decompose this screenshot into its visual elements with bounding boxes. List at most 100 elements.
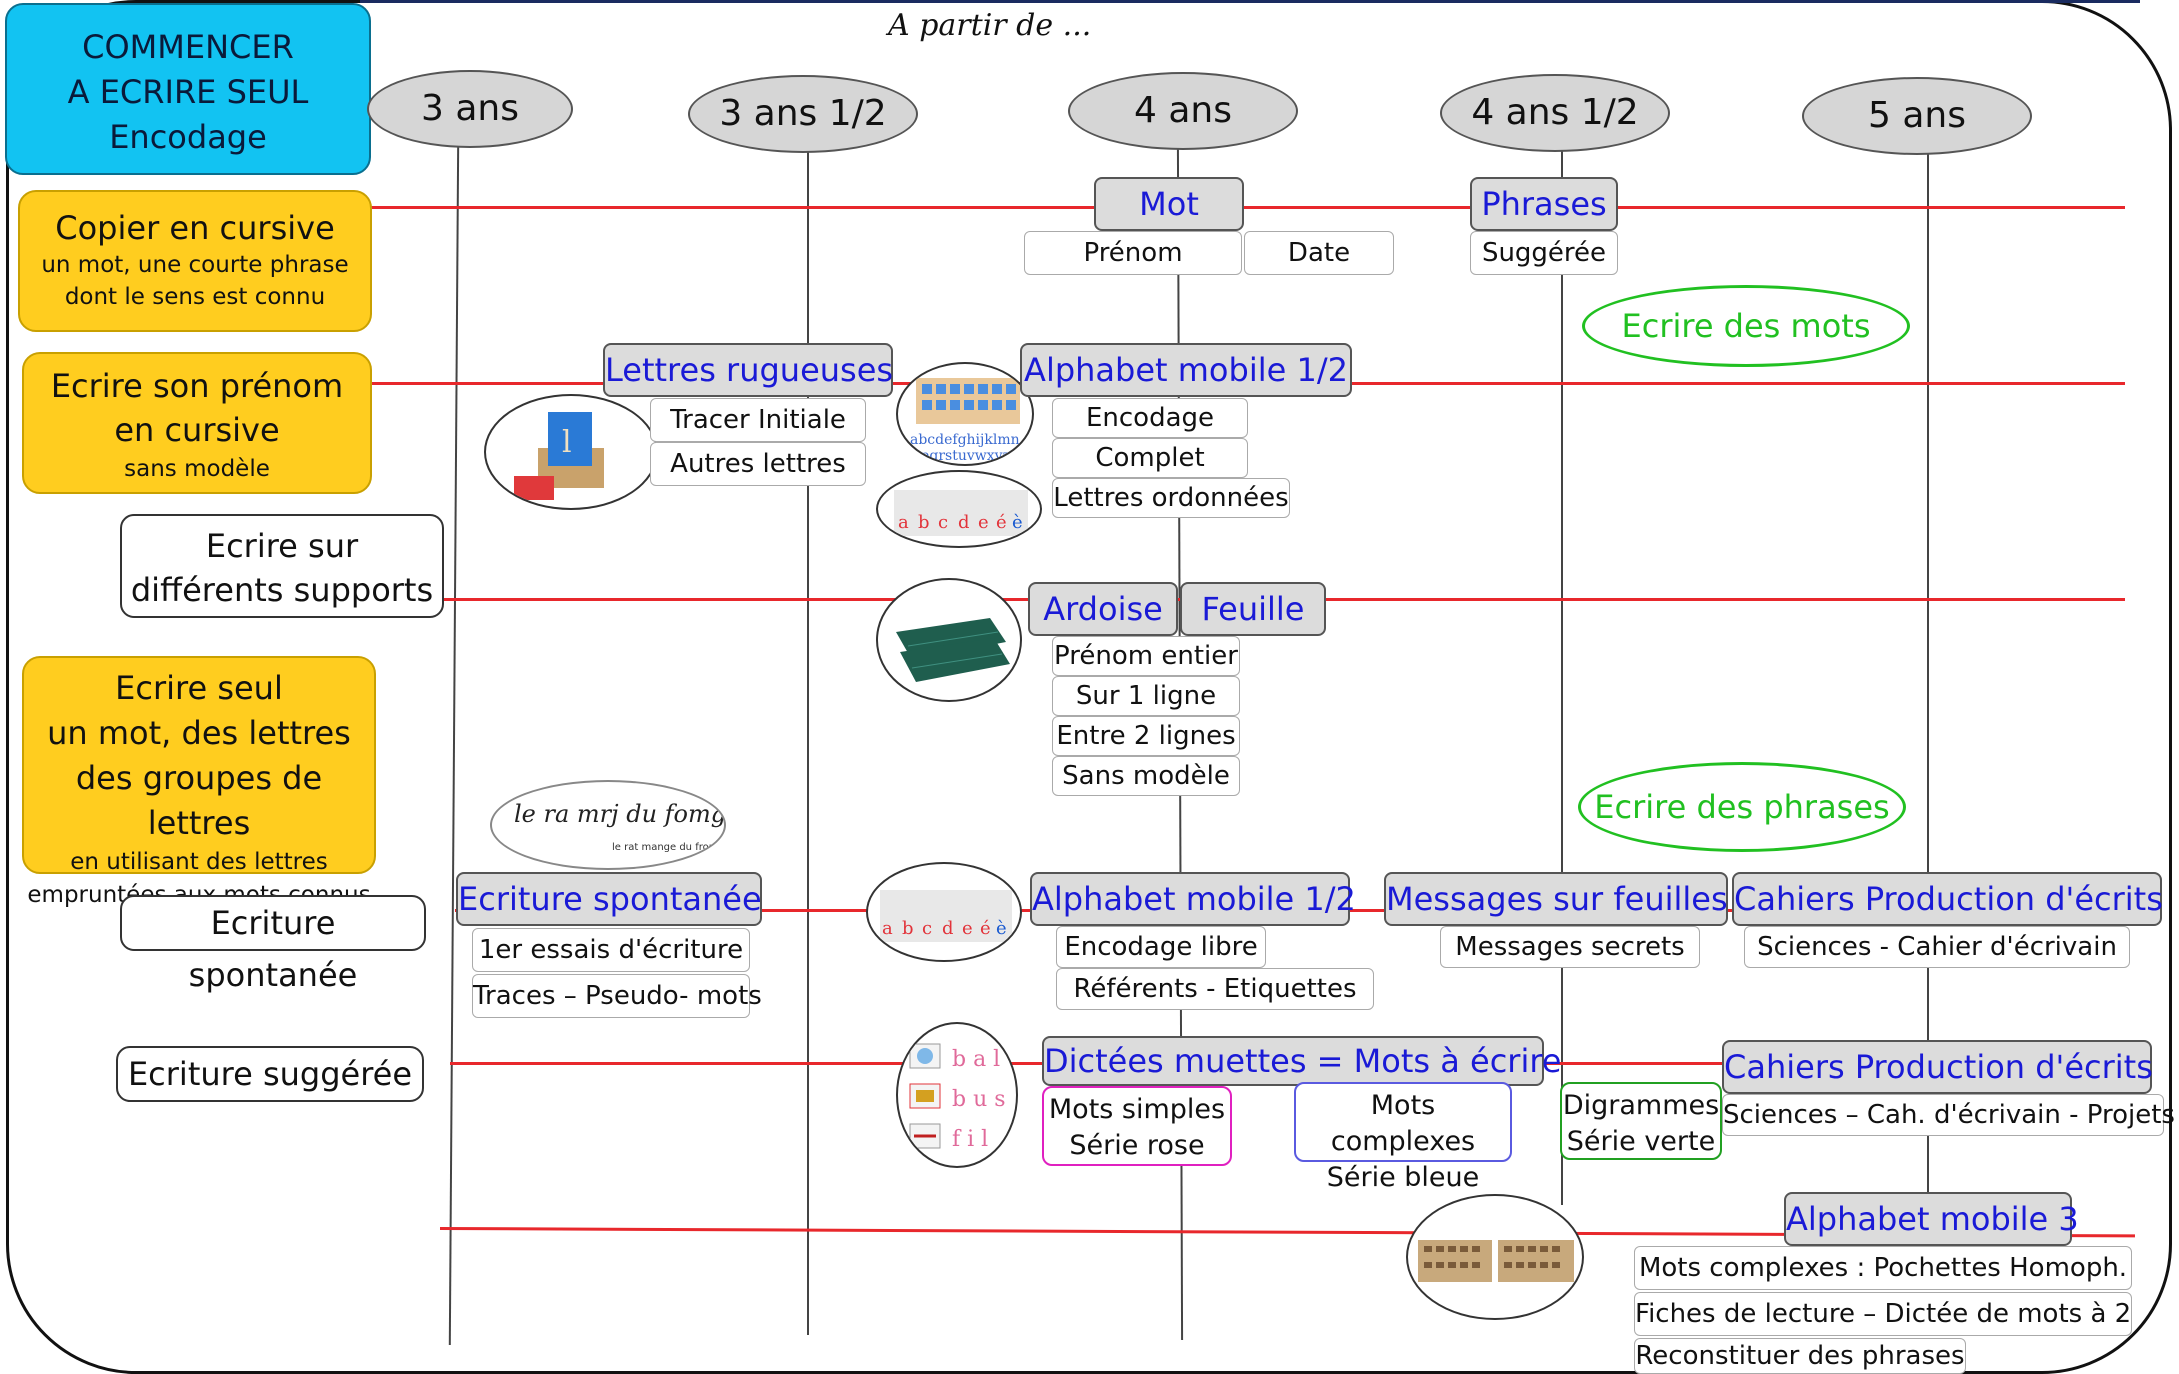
box-ecriture-spontanee: Ecriture spontanée bbox=[456, 872, 762, 926]
box-mot: Mot bbox=[1094, 177, 1244, 231]
row-label-copier: Copier en cursive un mot, une courte phr… bbox=[18, 190, 372, 332]
row-label-copier-sub1: un mot, une courte phrase bbox=[41, 252, 349, 278]
row-label-copier-title: Copier en cursive bbox=[55, 209, 335, 247]
box-suggeree: Suggérée bbox=[1470, 231, 1618, 275]
svg-text:b: b bbox=[918, 512, 930, 533]
title-line-2: A ECRIRE SEUL bbox=[67, 73, 309, 111]
oval-ecrire-phrases: Ecrire des phrases bbox=[1578, 762, 1906, 852]
box-fiches-lecture: Fiches de lecture – Dictée de mots à 2 bbox=[1634, 1292, 2132, 1336]
box-date: Date bbox=[1244, 231, 1394, 275]
box-mots-simples-l2: Série rose bbox=[1069, 1130, 1205, 1161]
title-line-3: Encodage bbox=[109, 118, 267, 156]
svg-text:e: e bbox=[978, 512, 989, 533]
title-line-1: COMMENCER bbox=[82, 28, 294, 66]
box-dictees-muettes: Dictées muettes = Mots à écrire bbox=[1042, 1036, 1561, 1086]
svg-text:abcdefghijklmn: abcdefghijklmn bbox=[910, 432, 1020, 448]
svg-text:é: é bbox=[980, 918, 991, 939]
svg-text:d: d bbox=[942, 918, 954, 939]
frame-top-border bbox=[360, 0, 2140, 3]
row-label-supports: Ecrire sur différents supports bbox=[120, 514, 444, 618]
box-complet: Complet bbox=[1052, 438, 1248, 478]
svg-text:c: c bbox=[938, 512, 948, 533]
svg-text:é: é bbox=[996, 512, 1007, 533]
box-lettres-rugueuses: Lettres rugueuses bbox=[603, 343, 893, 397]
box-prenom: Prénom bbox=[1024, 231, 1242, 275]
age-4ans: 4 ans bbox=[1068, 72, 1298, 150]
row-label-prenom-title: Ecrire son prénom bbox=[50, 367, 344, 405]
box-mots-complexes-l1: Mots complexes bbox=[1330, 1090, 1476, 1157]
box-phrases: Phrases bbox=[1470, 177, 1618, 231]
svg-text:d: d bbox=[958, 512, 970, 533]
box-prenom-entier: Prénom entier bbox=[1052, 636, 1240, 676]
svg-text:c: c bbox=[922, 918, 932, 939]
box-alphabet-mobile-1: Alphabet mobile 1/2 bbox=[1020, 343, 1352, 397]
row-label-supports-l2: différents supports bbox=[130, 571, 434, 609]
row-line-copier bbox=[370, 206, 2125, 209]
handwriting-sample-caption: le rat mange du fromage bbox=[612, 842, 726, 853]
box-alphabet-mobile-2: Alphabet mobile 1/2 bbox=[1030, 872, 1356, 926]
box-sciences-cahier: Sciences - Cahier d'écrivain bbox=[1744, 926, 2130, 968]
row-label-ecrire-seul-l1: Ecrire seul bbox=[115, 669, 283, 707]
row-label-ecrire-seul-l3: des groupes de lettres bbox=[75, 759, 323, 842]
oval-ecrire-mots: Ecrire des mots bbox=[1582, 285, 1910, 367]
row-label-prenom-sub1: en cursive bbox=[114, 411, 280, 449]
box-encodage-libre: Encodage libre bbox=[1056, 926, 1266, 968]
svg-text:f i l: f i l bbox=[952, 1127, 988, 1152]
box-sans-modele: Sans modèle bbox=[1052, 756, 1240, 796]
box-digrammes-l2: Série verte bbox=[1566, 1126, 1716, 1157]
row-label-ecrire-seul: Ecrire seul un mot, des lettres des grou… bbox=[22, 656, 376, 908]
row-label-suggeree: Ecriture suggérée bbox=[116, 1046, 424, 1102]
timeline-3ans-half bbox=[807, 145, 809, 1335]
age-3ans: 3 ans bbox=[367, 70, 573, 148]
row-label-ecrire-seul-l2: un mot, des lettres bbox=[47, 714, 351, 752]
row-label-spontanee: Ecriture spontanée bbox=[120, 895, 426, 994]
box-messages-secrets: Messages secrets bbox=[1440, 926, 1700, 968]
row-label-supports-l1: Ecrire sur bbox=[205, 527, 359, 565]
age-3ans-half: 3 ans 1/2 bbox=[688, 75, 918, 153]
row-label-copier-sub2: dont le sens est connu bbox=[64, 284, 326, 310]
box-referents: Référents - Etiquettes bbox=[1056, 968, 1374, 1010]
box-traces-pseudo-mots: Traces – Pseudo- mots bbox=[472, 974, 762, 1018]
photo-movable-alphabet-box: abcdefghijklmn opqrstuvwxyz bbox=[896, 362, 1034, 466]
box-alphabet-mobile-3: Alphabet mobile 3 bbox=[1784, 1192, 2079, 1246]
svg-text:a: a bbox=[882, 918, 893, 939]
box-sciences-projets: Sciences – Cah. d'écrivain - Projets bbox=[1722, 1094, 2175, 1136]
box-messages-feuilles: Messages sur feuilles bbox=[1384, 872, 1728, 926]
svg-text:b: b bbox=[902, 918, 914, 939]
box-mots-complexes: Mots complexes Série bleue bbox=[1294, 1082, 1512, 1193]
svg-text:b u s: b u s bbox=[952, 1087, 1006, 1112]
age-4ans-half: 4 ans 1/2 bbox=[1440, 74, 1670, 152]
age-5ans: 5 ans bbox=[1802, 77, 2032, 155]
box-digrammes-l1: Digrammes bbox=[1562, 1090, 1720, 1121]
box-ardoise: Ardoise bbox=[1028, 582, 1178, 636]
photo-sandpaper-letter: l bbox=[484, 394, 658, 510]
box-sur-1-ligne: Sur 1 ligne bbox=[1052, 676, 1240, 716]
box-reconstituer-phrases: Reconstituer des phrases bbox=[1634, 1338, 1966, 1374]
box-mots-complexes-pochettes: Mots complexes : Pochettes Homoph. bbox=[1634, 1246, 2132, 1290]
photo-handwriting-sample: le ra mrj du fomg le rat mange du fromag… bbox=[490, 780, 726, 870]
photo-slates bbox=[876, 578, 1022, 702]
photo-alphabet-mobile-3 bbox=[1406, 1194, 1584, 1320]
svg-text:è: è bbox=[996, 918, 1007, 939]
box-encodage: Encodage bbox=[1052, 398, 1248, 438]
box-entre-2-lignes: Entre 2 lignes bbox=[1052, 716, 1240, 756]
subtitle-handwritten: A partir de ... bbox=[888, 8, 1092, 43]
box-mots-simples: Mots simples Série rose bbox=[1042, 1086, 1232, 1166]
box-mots-simples-l1: Mots simples bbox=[1048, 1094, 1226, 1125]
photo-picture-word-cards: b a l b u s f i l bbox=[896, 1022, 1018, 1168]
timeline-5ans bbox=[1927, 145, 1929, 1195]
handwriting-sample-text: le ra mrj du fomg bbox=[514, 800, 726, 828]
box-autres-lettres: Autres lettres bbox=[650, 442, 866, 486]
svg-text:b a l: b a l bbox=[952, 1047, 1000, 1072]
svg-text:a: a bbox=[898, 512, 909, 533]
box-lettres-ordonnees: Lettres ordonnées bbox=[1052, 478, 1290, 518]
svg-text:l: l bbox=[562, 425, 572, 460]
box-cahiers-production-1: Cahiers Production d'écrits bbox=[1732, 872, 2163, 926]
title-box: COMMENCER A ECRIRE SEUL Encodage bbox=[5, 3, 371, 175]
timeline-4ans-half bbox=[1561, 145, 1563, 1205]
box-feuille: Feuille bbox=[1180, 582, 1326, 636]
box-premiers-essais: 1er essais d'écriture bbox=[472, 928, 750, 972]
svg-text:è: è bbox=[1012, 512, 1023, 533]
